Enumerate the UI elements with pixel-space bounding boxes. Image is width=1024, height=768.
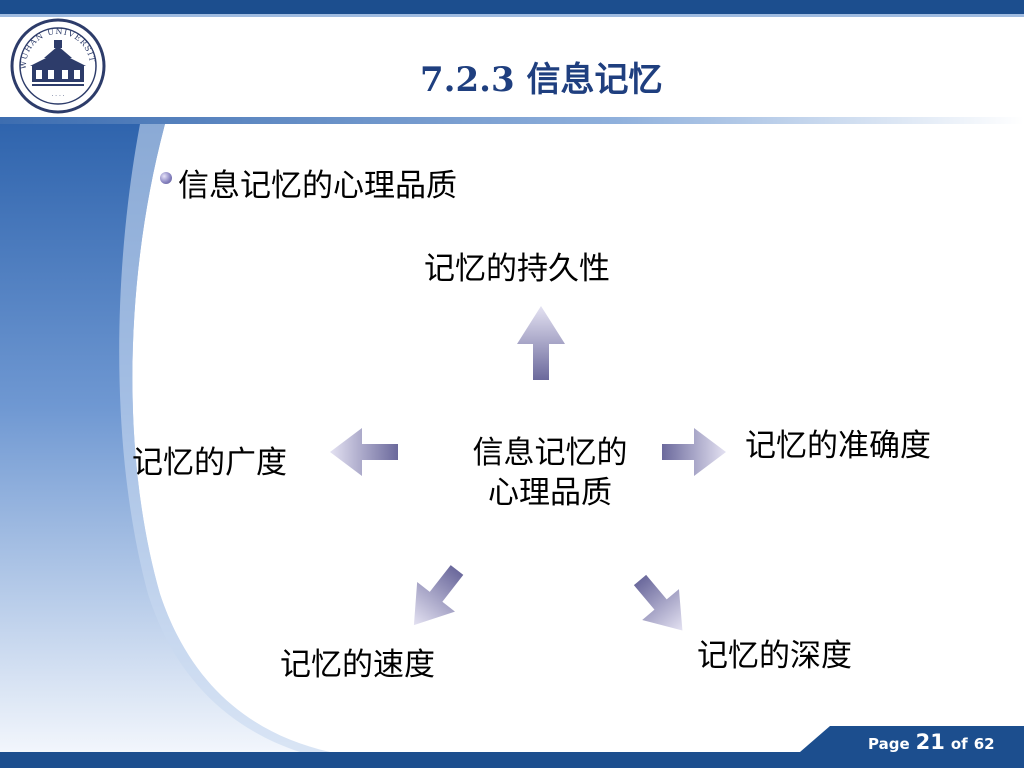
left-decor-panel xyxy=(0,124,330,752)
slide-title: 7.2.3 信息记忆 xyxy=(420,60,663,100)
node-breadth: 记忆的广度 xyxy=(132,445,287,481)
bottom-bar xyxy=(0,752,1024,768)
center-line-1: 信息记忆的 xyxy=(472,435,628,471)
arrow-down-left-icon xyxy=(413,565,464,626)
total-pages: 62 xyxy=(973,735,995,753)
wuhan-university-seal-icon: WUHAN UNIVERSITY · · · · xyxy=(10,18,106,114)
node-accuracy: 记忆的准确度 xyxy=(745,428,931,464)
footer-page-tab xyxy=(800,726,1024,752)
arrow-down-right-icon xyxy=(633,574,683,631)
svg-text:· · · ·: · · · · xyxy=(51,93,64,100)
node-durability: 记忆的持久性 xyxy=(424,251,610,287)
arrow-up-icon xyxy=(517,306,565,380)
top-bar-line xyxy=(0,14,1024,17)
arrow-left-icon xyxy=(330,428,398,476)
of-label: of xyxy=(950,735,968,753)
header-separator xyxy=(0,117,1024,124)
page-label: Page xyxy=(868,735,910,753)
arrow-right-icon xyxy=(662,428,726,476)
page-number: 21 xyxy=(915,730,945,754)
node-speed: 记忆的速度 xyxy=(280,647,435,683)
bullet-dot-icon xyxy=(160,172,172,184)
page-indicator: Page 21 of 62 xyxy=(868,730,995,754)
diagram-center: 信息记忆的 心理品质 xyxy=(455,433,645,513)
top-bar xyxy=(0,0,1024,14)
bullet-text: 信息记忆的心理品质 xyxy=(178,168,457,204)
center-line-2: 心理品质 xyxy=(488,475,612,511)
node-depth: 记忆的深度 xyxy=(697,638,852,674)
